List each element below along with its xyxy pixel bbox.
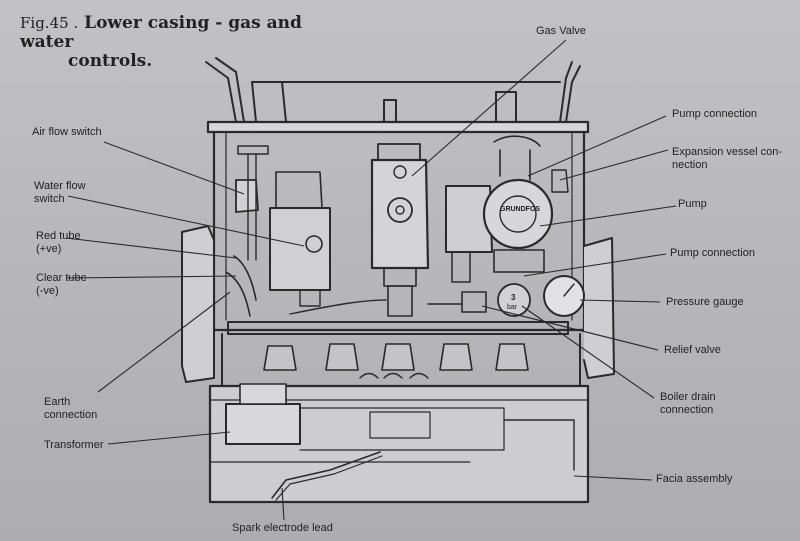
leader-pressure-gauge bbox=[579, 299, 661, 303]
leader-pump-connection-mid bbox=[523, 253, 667, 277]
gas-valve-knob bbox=[387, 197, 413, 223]
label-air-flow-switch: Air flow switch bbox=[32, 126, 102, 138]
label-clear-tube: Clear tube (-ve) bbox=[36, 272, 87, 297]
right-side-panel bbox=[583, 237, 615, 379]
leader-clear-tube bbox=[65, 275, 237, 279]
chassis bbox=[212, 130, 586, 332]
red-tube bbox=[233, 255, 257, 301]
label-expansion-vessel-connection: Expansion vessel con- nection bbox=[672, 146, 783, 171]
leader-facia-assembly bbox=[573, 475, 653, 481]
leader-red-tube bbox=[65, 237, 237, 259]
label-pump-connection-top: Pump connection bbox=[672, 108, 757, 120]
figure-title-line1: Lower casing - gas and water bbox=[20, 13, 302, 52]
boiler-drain bbox=[497, 283, 531, 317]
pump-motor bbox=[445, 185, 493, 253]
flue-pipe-right bbox=[559, 61, 581, 123]
label-red-tube: Red tube (+ve) bbox=[36, 230, 81, 255]
air-flow-switch bbox=[235, 179, 259, 213]
relief-valve bbox=[461, 291, 487, 313]
top-plate bbox=[206, 120, 590, 134]
label-spark-electrode-lead: Spark electrode lead bbox=[232, 522, 333, 534]
label-pressure-gauge: Pressure gauge bbox=[666, 296, 744, 308]
pump-connection-pipe bbox=[499, 149, 531, 181]
leader-relief-valve bbox=[481, 305, 659, 351]
label-boiler-drain-connection: Boiler drain connection bbox=[660, 391, 716, 416]
gas-valve-top bbox=[377, 143, 421, 161]
label-gas-valve: Gas Valve bbox=[536, 25, 586, 37]
leader-spark-electrode bbox=[281, 487, 285, 521]
label-facia-assembly: Facia assembly bbox=[656, 473, 733, 485]
pump-brand-text: GRUNDFOS bbox=[500, 206, 540, 213]
top-frame bbox=[251, 81, 561, 123]
leader-pump-connection-top bbox=[527, 115, 667, 177]
figure-number: Fig.45 . bbox=[20, 14, 79, 32]
flue-pipe-left bbox=[205, 61, 237, 123]
leader-air-flow-switch bbox=[103, 141, 245, 195]
burner-knobs bbox=[263, 343, 529, 371]
label-earth-connection: Earth connection bbox=[44, 396, 98, 421]
leader-transformer bbox=[107, 431, 231, 445]
spark-lead bbox=[271, 451, 381, 499]
left-side-panel bbox=[181, 225, 215, 383]
leader-water-flow-switch bbox=[67, 195, 305, 247]
label-pump: Pump bbox=[678, 198, 707, 210]
expansion-vessel-pipe bbox=[551, 169, 569, 193]
label-water-flow-switch: Water flow switch bbox=[34, 180, 86, 205]
pump-head bbox=[482, 178, 554, 250]
transformer-body bbox=[225, 403, 301, 445]
label-pump-connection-mid: Pump connection bbox=[670, 247, 755, 259]
clear-tube bbox=[225, 271, 251, 317]
figure-title: Fig.45 . Lower casing - gas and water co… bbox=[20, 14, 340, 71]
leader-pump bbox=[539, 205, 677, 227]
drain-value-text: 3 bbox=[511, 293, 516, 302]
lower-bar bbox=[227, 321, 569, 335]
leader-expansion-vessel bbox=[559, 149, 669, 181]
facia-box bbox=[208, 384, 590, 504]
leader-gas-valve bbox=[411, 39, 567, 177]
leader-boiler-drain bbox=[521, 305, 655, 399]
label-transformer: Transformer bbox=[44, 439, 104, 451]
leader-earth-connection bbox=[97, 291, 231, 393]
figure-title-line2: controls. bbox=[68, 51, 153, 71]
water-flow-switch-dial bbox=[305, 235, 323, 253]
drain-unit-text: bar bbox=[507, 304, 518, 311]
label-relief-valve: Relief valve bbox=[664, 344, 721, 356]
